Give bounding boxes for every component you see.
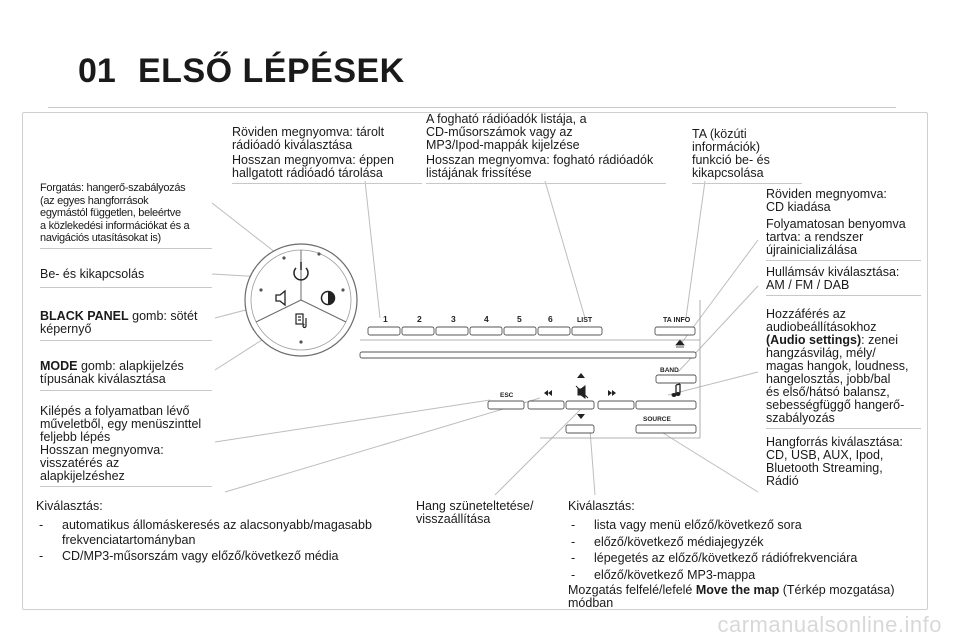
- volume-knob: [244, 243, 358, 357]
- content-panel: [22, 112, 928, 610]
- audio-rest: : zenei hangzásvilág, mély/ magas hangok…: [766, 333, 909, 425]
- label-mute: Hang szüneteltetése/ visszaállítása: [416, 499, 534, 526]
- label-rotate: Forgatás: hangerő-szabályozás (az egyes …: [40, 182, 212, 249]
- watermark: carmanualsonline.info: [717, 612, 942, 637]
- cd-slot: [359, 351, 697, 359]
- label-mode: MODE gomb: alapkijelzés típusának kivála…: [40, 360, 212, 391]
- eject-icon: [675, 339, 685, 348]
- down-arrow-icon: [577, 414, 585, 419]
- preset-3-label: 3: [451, 314, 456, 324]
- forward-icon: [608, 390, 616, 396]
- rewind-icon: [544, 390, 552, 396]
- mode-bold: MODE: [40, 359, 78, 373]
- label-list-short: A fogható rádióadók listája, a CD-műsors…: [426, 112, 587, 152]
- sel-left-item: CD/MP3-műsorszám vagy előző/következő mé…: [36, 549, 376, 564]
- esc-label: ESC: [500, 392, 514, 399]
- header-rule: [48, 107, 896, 108]
- sel-left-title: Kiválasztás:: [36, 499, 103, 513]
- preset-4-label: 4: [484, 314, 489, 324]
- label-esc: Kilépés a folyamatban lévő műveletből, e…: [40, 405, 212, 487]
- up-arrow-icon: [577, 373, 585, 378]
- power-icon: [293, 262, 309, 281]
- contrast-icon: [320, 290, 336, 306]
- source-label: SOURCE: [643, 416, 671, 423]
- sel-left-item: automatikus állomáskeresés az alacsonyab…: [36, 518, 376, 547]
- label-band: Hullámsáv kiválasztása: AM / FM / DAB: [766, 266, 921, 296]
- black-panel-bold: BLACK PANEL: [40, 309, 129, 323]
- band-label: BAND: [660, 367, 679, 374]
- selection-right: Kiválasztás: lista vagy menü előző/követ…: [568, 500, 918, 610]
- list-label: LIST: [577, 317, 593, 324]
- chapter-number: 01: [78, 52, 116, 90]
- sel-right-title: Kiválasztás:: [568, 499, 635, 513]
- label-eject-long: Folyamatosan benyomva tartva: a rendszer…: [766, 218, 921, 261]
- page-title: ELSŐ LÉPÉSEK: [138, 52, 405, 90]
- preset-6-label: 6: [548, 314, 553, 324]
- label-audio: Hozzáférés az audiobeállításokhoz (Audio…: [766, 308, 921, 429]
- map-rest: (Térkép mozgatása) módban: [568, 583, 895, 610]
- audio-bold: (Audio settings): [766, 333, 862, 347]
- label-map: Mozgatás felfelé/lefelé Move the map (Té…: [568, 584, 918, 610]
- audio-pre: Hozzáférés az audiobeállításokhoz: [766, 307, 877, 334]
- sel-right-item: lépegetés az előző/következő rádiófrekve…: [568, 551, 918, 566]
- map-bold: Move the map: [695, 583, 780, 597]
- label-preset-short: Röviden megnyomva: tárolt rádióadó kivál…: [232, 125, 385, 152]
- sel-right-item: lista vagy menü előző/következő sora: [568, 518, 918, 533]
- ta-info-label: TA INFO: [663, 317, 691, 324]
- label-black-panel: BLACK PANEL gomb: sötét képernyő: [40, 310, 212, 341]
- selection-left: Kiválasztás: automatikus állomáskeresés …: [36, 500, 376, 566]
- label-onoff: Be- és kikapcsolás: [40, 268, 212, 288]
- black-panel-rest: gomb: sötét képernyő: [40, 309, 198, 336]
- preset-2-label: 2: [417, 314, 422, 324]
- sel-right-item: előző/következő médiajegyzék: [568, 535, 918, 550]
- mode-rest: gomb: alapkijelzés típusának kiválasztás…: [40, 359, 184, 386]
- mode-icon: [295, 313, 307, 329]
- music-note-icon: [671, 383, 681, 397]
- label-ta: TA (közúti információk) funkció be- és k…: [692, 128, 802, 184]
- map-pre: Mozgatás felfelé/lefelé: [568, 583, 696, 597]
- radio-faceplate: 1 2 3 4 5 6 LIST TA INFO BAND: [359, 300, 701, 439]
- preset-5-label: 5: [517, 314, 522, 324]
- label-eject-short: Röviden megnyomva: CD kiadása: [766, 187, 887, 214]
- label-source: Hangforrás kiválasztása: CD, USB, AUX, I…: [766, 435, 903, 488]
- sel-right-item: előző/következő MP3-mappa: [568, 568, 918, 583]
- label-preset-long: Hosszan megnyomva: éppen hallgatott rádi…: [232, 154, 422, 184]
- volume-icon: [275, 289, 286, 307]
- label-list-long: Hosszan megnyomva: fogható rádióadók lis…: [426, 154, 666, 184]
- mute-icon: [575, 385, 589, 399]
- preset-1-label: 1: [383, 314, 388, 324]
